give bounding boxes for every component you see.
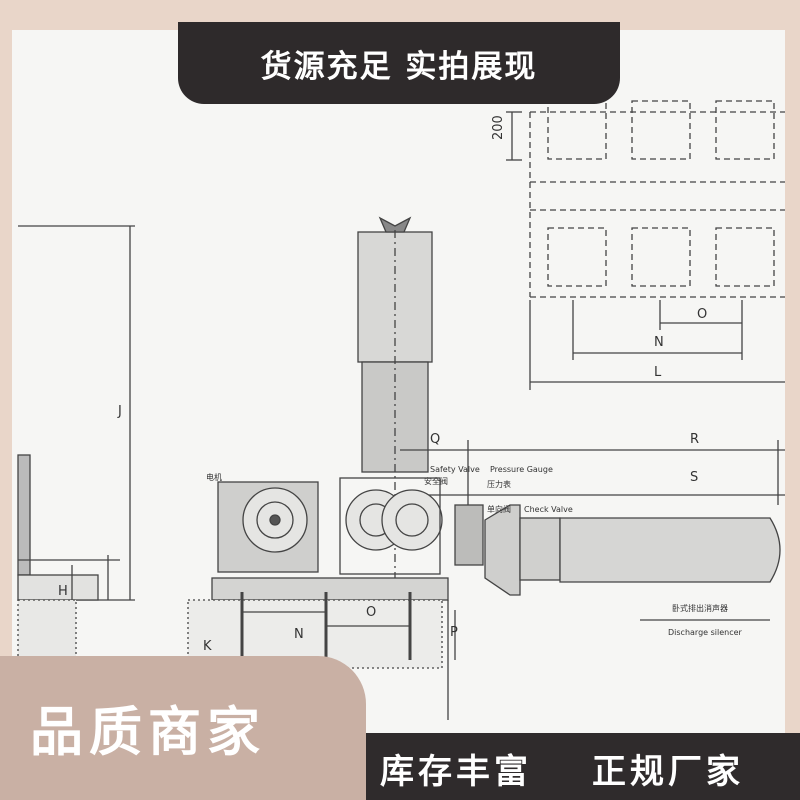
dim-s: S (690, 470, 698, 485)
footer-left-label: 库存丰富 (380, 752, 532, 792)
top-banner: 货源充足 实拍展现 (178, 22, 620, 104)
label-check-valve-cn: 单向阀 (487, 504, 511, 514)
label-check-valve-en: Check Valve (524, 505, 573, 514)
dim-h: H (58, 584, 68, 599)
dim-k: K (203, 639, 212, 654)
label-silencer-en: Discharge silencer (668, 628, 743, 637)
label-motor: 电机 (206, 472, 222, 482)
dim-r: R (690, 432, 699, 447)
dim-n-base: N (294, 627, 304, 642)
label-safety-valve-cn: 安全阀 (424, 476, 448, 486)
label-silencer-cn: 卧式排出消声器 (672, 603, 728, 613)
dim-l-top: L (654, 365, 662, 380)
footer-right-label: 正规厂家 (592, 752, 744, 792)
badge-label: 品质商家 (30, 702, 266, 763)
label-pressure-gauge-cn: 压力表 (487, 479, 511, 489)
dim-o-top: O (697, 307, 707, 322)
dim-o-base: O (366, 605, 376, 620)
dim-j: J (117, 404, 122, 419)
quality-badge (0, 656, 366, 800)
inlet-column (357, 216, 433, 620)
dim-p: P (450, 625, 458, 640)
dim-n-top: N (654, 335, 664, 350)
banner-title: 货源充足 实拍展现 (260, 48, 538, 85)
left-elevation (17, 225, 135, 661)
dim-q: Q (430, 432, 440, 447)
dim-200: 200 (491, 115, 506, 140)
foundation-grid-top (529, 100, 785, 298)
label-safety-valve-en: Safety Valve (430, 465, 480, 474)
label-pressure-gauge-en: Pressure Gauge (490, 465, 553, 474)
blower-assembly (217, 477, 781, 596)
